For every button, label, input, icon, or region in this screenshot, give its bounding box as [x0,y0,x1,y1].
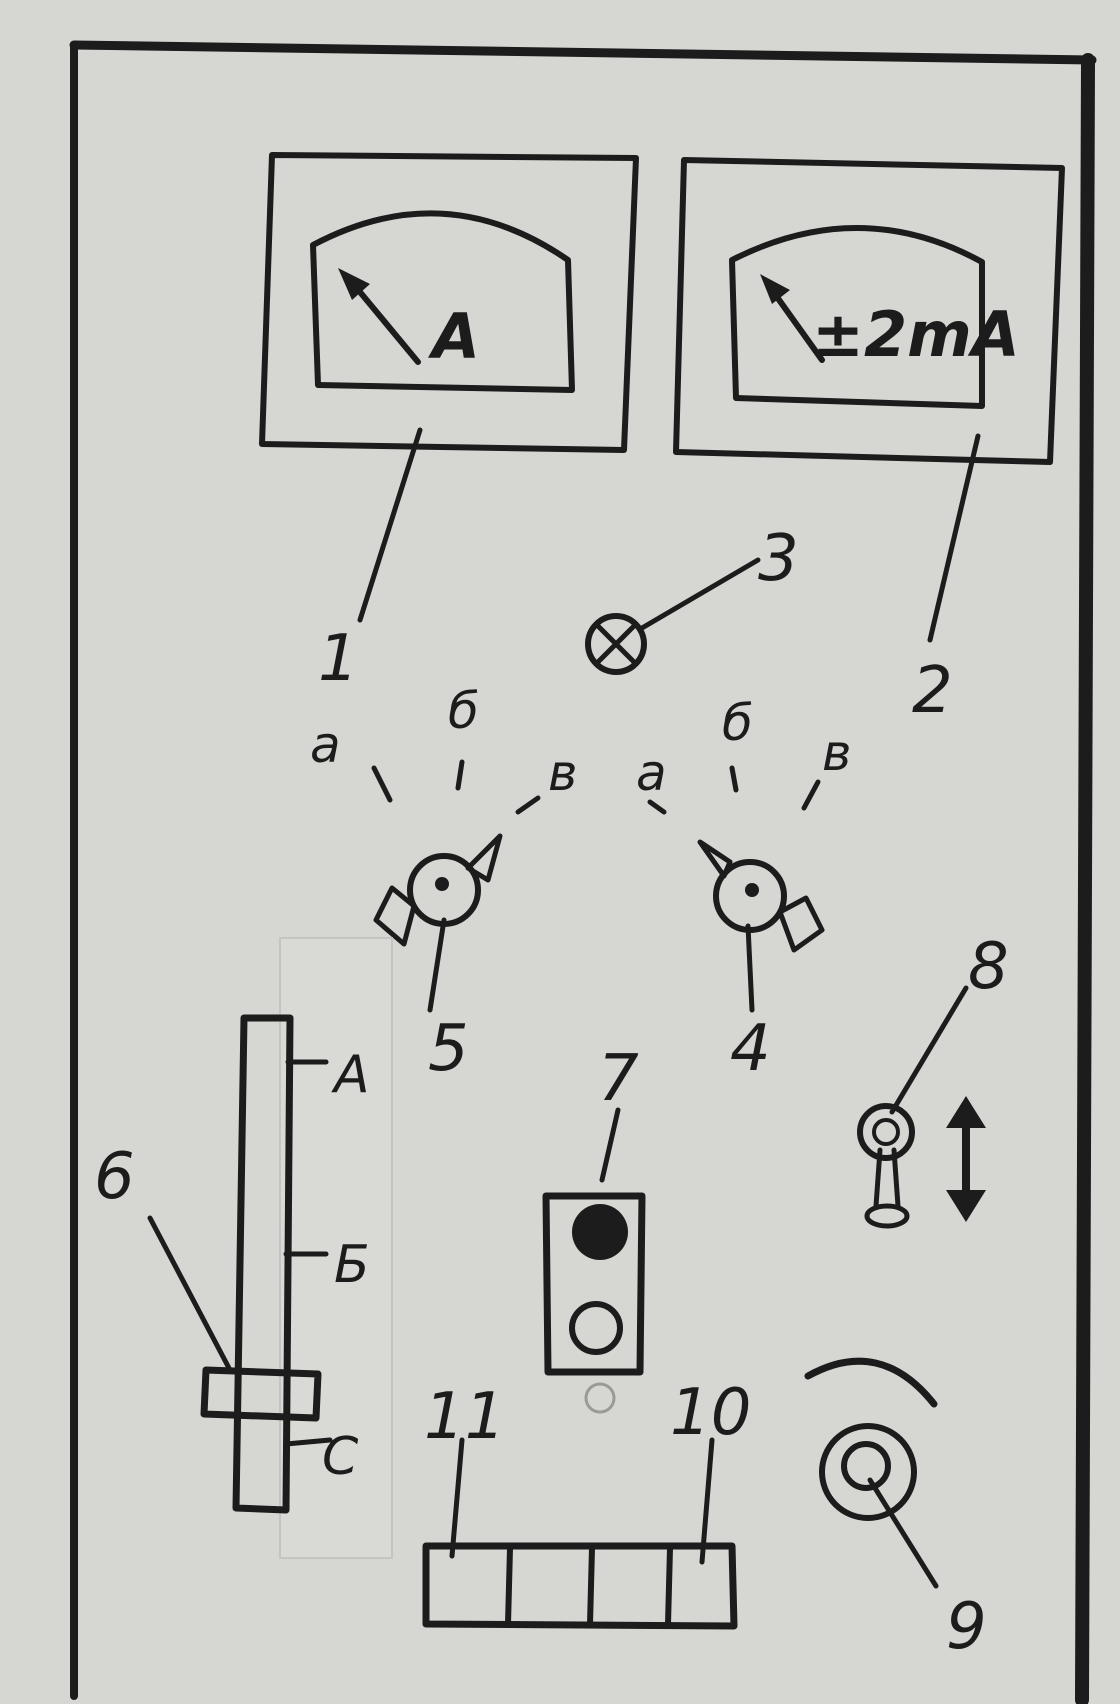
callout-5: 5 [428,1012,469,1086]
milliammeter-2: ±2mA [673,157,1065,465]
ammeter-needle-tip [338,268,370,300]
switch4-knob-center [745,883,759,897]
switch5-tick-c [515,795,541,815]
switch5-tick-b [455,759,465,791]
leader-line-7 [599,1107,621,1183]
toggle-pivot [872,1118,900,1146]
leader-line-6 [147,1215,233,1373]
scale-plate [279,937,393,1559]
rotary-knob-9[interactable]: 9 [804,1357,987,1664]
button-housing [542,1192,646,1376]
switch4-tick-b [729,765,739,793]
leader-line-8 [889,985,969,1115]
milliammeter-housing [673,157,1065,465]
leader-line-3 [639,557,761,631]
start-button-filled [572,1204,628,1260]
lamp-cross [594,622,638,666]
terminal-dividers [505,1545,673,1627]
milliammeter-dial [729,225,985,409]
scale-tick-bottom [283,1437,333,1447]
milliammeter-needle [769,287,825,363]
leader-line-1 [357,427,423,623]
switch5-pointer [465,833,503,883]
leader-line-4 [745,923,755,1013]
leader-line-2 [927,433,981,643]
lamp-icon [585,613,647,675]
switch5-tick-a [371,765,393,803]
switch4-pos-c: в [822,724,851,782]
ammeter-dial [310,210,575,393]
toggle-switch-8[interactable]: 8 [857,930,1009,1229]
scale-label-middle: Б [334,1235,370,1295]
knob-inner-ring [841,1441,891,1491]
toggle-lever [873,1147,901,1209]
leader-line-10 [699,1437,715,1565]
rotary-switch-5[interactable]: а б в 5 [310,682,577,1086]
ammeter-unit-label: A [427,300,480,373]
toggle-base [857,1103,915,1161]
milliammeter-needle-tip [760,274,790,304]
switch5-pos-b: б [448,682,479,740]
switch4-tick-c [801,779,821,811]
switch5-pos-c: в [548,744,577,802]
panel-frame [69,40,1097,1704]
switch5-knob-center [435,877,449,891]
callout-2: 2 [912,654,953,728]
ammeter-1: A [259,152,639,453]
slider-rail [232,1014,294,1514]
toggle-lever-tip [864,1203,910,1229]
push-button-block-7[interactable]: 7 [542,1042,646,1414]
small-hole [584,1382,616,1414]
callout-8: 8 [968,930,1009,1004]
scale-label-bottom: С [322,1427,359,1487]
ammeter-housing [259,152,639,453]
scale-label-top: А [331,1045,370,1105]
callout-11: 11 [424,1380,505,1454]
leader-line-5 [427,917,447,1013]
leader-line-11 [449,1437,465,1559]
switch5-pos-a: а [310,716,341,774]
switch4-pointer [697,839,733,879]
switch4-handle [777,895,825,953]
up-down-arrow-icon [946,1096,986,1222]
knob-rotation-arc [804,1357,938,1408]
slider-handle [200,1366,322,1422]
terminal-strip: 11 10 [422,1376,751,1630]
rotary-switch-4[interactable]: а б в 4 [636,694,851,1086]
callout-7: 7 [598,1042,639,1116]
callout-3: 3 [758,522,799,596]
indicator-lamp-3: 3 [585,522,799,675]
knob-outer-ring [819,1423,917,1521]
callout-4: 4 [730,1012,771,1086]
terminal-block [422,1542,738,1630]
switch4-pos-a: а [636,744,667,802]
switch4-pos-b: б [722,694,753,752]
slider-6[interactable]: А Б С 6 [94,937,393,1559]
milliammeter-unit-label: ±2mA [812,298,1020,371]
callout-6: 6 [94,1140,135,1214]
switch4-tick-a [647,799,667,815]
callout-1: 1 [318,622,359,696]
leader-line-9 [867,1477,939,1589]
callout-10: 10 [670,1376,751,1450]
switch5-handle [373,885,417,947]
ammeter-needle [347,277,421,365]
stop-button-hollow [569,1301,623,1355]
callout-9: 9 [946,1590,987,1664]
